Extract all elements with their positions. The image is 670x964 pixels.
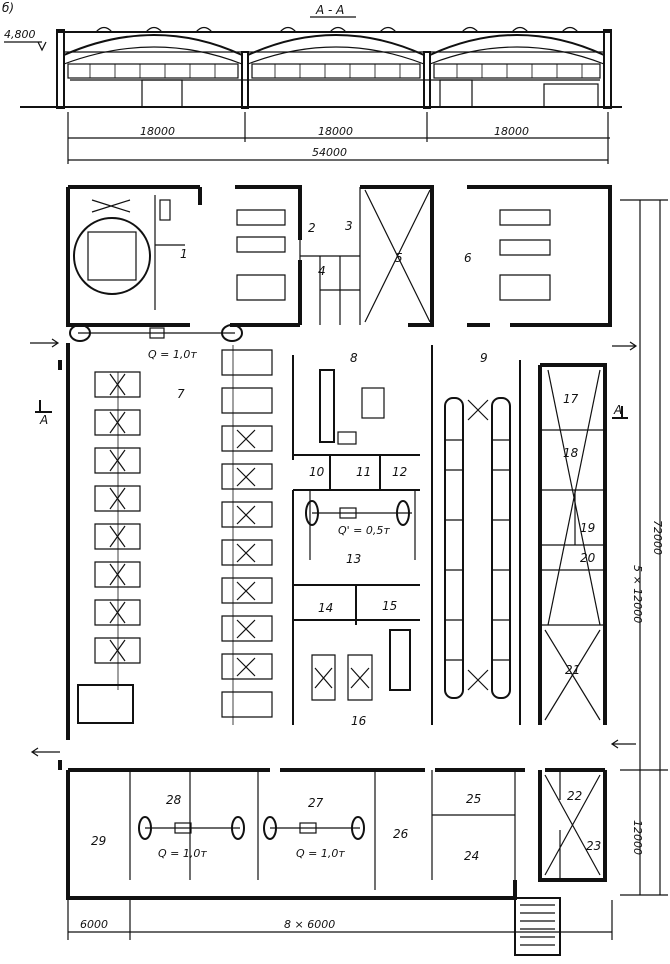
room17-20-crane-cross <box>547 369 601 626</box>
room-label-10: 10 <box>309 465 325 479</box>
main-crane-capacity: Q = 1,0т <box>148 348 197 361</box>
room13-crane <box>305 500 412 526</box>
section-door-2 <box>439 79 473 108</box>
span-dim-3: 18000 <box>494 125 529 138</box>
room-label-11: 11 <box>356 465 371 479</box>
room-label-13: 13 <box>346 552 361 566</box>
room-label-29: 29 <box>91 834 106 848</box>
right-column <box>603 29 612 109</box>
plan-walls <box>58 185 612 956</box>
room-label-26: 26 <box>393 827 409 841</box>
section-mark-right: A <box>613 403 622 417</box>
stair <box>514 897 561 956</box>
room-label-8: 8 <box>350 351 358 365</box>
skylights <box>95 26 579 33</box>
room-label-12: 12 <box>392 465 407 479</box>
room-label-1: 1 <box>180 247 188 261</box>
left-column <box>56 29 65 109</box>
total-dim: 54000 <box>312 146 347 159</box>
room-label-14: 14 <box>318 601 333 615</box>
room-label-24: 24 <box>464 849 479 863</box>
right-dimensions: 5 × 12000 72000 12000 <box>620 199 668 896</box>
height-mark-arrow <box>37 41 47 52</box>
roof-arch-3 <box>429 34 605 56</box>
section-markers: A A <box>35 400 628 427</box>
section-windows <box>67 63 601 79</box>
room-label-7: 7 <box>177 387 185 401</box>
roof-arch-inner-2 <box>247 46 425 65</box>
room1-equipment <box>73 199 171 295</box>
bottom-dim-rest: 8 × 6000 <box>284 918 335 931</box>
span-dim-1: 18000 <box>140 125 175 138</box>
lower-cranes <box>138 816 365 840</box>
room5-crane-cross <box>364 189 431 323</box>
roof-arch-inner-1 <box>63 46 243 65</box>
room8-equipment <box>319 369 385 445</box>
roof-arch-2 <box>247 34 425 56</box>
hall7-machines-right <box>221 345 273 725</box>
room-labels: 1 2 3 4 5 6 7 8 9 10 11 12 13 14 15 16 1… <box>91 219 601 863</box>
room21-crane-cross <box>544 629 601 721</box>
conveyor-lines <box>444 397 511 699</box>
section-mark-left: A <box>39 413 48 427</box>
room-label-9: 9 <box>480 351 488 365</box>
hall7-machines <box>77 371 141 724</box>
room-label-25: 25 <box>466 792 481 806</box>
section-door-1 <box>141 79 183 108</box>
section-right-block <box>543 83 599 108</box>
room-label-17: 17 <box>563 392 579 406</box>
height-mark: 4,800 <box>4 28 36 41</box>
span-dim-2: 18000 <box>318 125 353 138</box>
right-dim-total: 72000 <box>651 520 664 555</box>
room-label-3: 3 <box>345 219 353 233</box>
section-view: б) A - A 4,800 <box>2 1 622 164</box>
room-label-22: 22 <box>567 789 582 803</box>
room13-crane-capacity: Q' = 0,5т <box>338 524 390 537</box>
room27-crane-capacity: Q = 1,0т <box>296 847 345 860</box>
bottom-dim-first: 6000 <box>80 918 108 931</box>
room-label-4: 4 <box>318 264 326 278</box>
room-label-15: 15 <box>382 599 397 613</box>
room28-crane-capacity: Q = 1,0т <box>158 847 207 860</box>
roof-arch-inner-3 <box>429 46 605 65</box>
room-label-19: 19 <box>580 521 595 535</box>
section-title: A - A <box>315 3 344 17</box>
room-label-20: 20 <box>580 551 596 565</box>
room-label-16: 16 <box>351 714 367 728</box>
crane-labels: Q = 1,0т Q' = 0,5т Q = 1,0т Q = 1,0т <box>148 348 390 860</box>
room-label-6: 6 <box>464 251 472 265</box>
top-rooms-equipment <box>236 209 551 301</box>
right-dim-bays: 5 × 12000 <box>631 565 644 623</box>
room16-equipment <box>311 629 411 701</box>
room-label-27: 27 <box>308 796 324 810</box>
view-letter: б) <box>2 1 14 15</box>
room-label-28: 28 <box>166 793 182 807</box>
room-label-5: 5 <box>395 251 403 265</box>
roof-arch-1 <box>63 34 243 56</box>
room-label-23: 23 <box>586 839 601 853</box>
bottom-dimensions: 6000 8 × 6000 <box>67 900 613 940</box>
main-crane <box>69 324 243 342</box>
room-label-2: 2 <box>308 221 316 235</box>
room-label-21: 21 <box>565 663 580 677</box>
right-dim-last: 12000 <box>631 820 644 855</box>
room-label-18: 18 <box>563 446 579 460</box>
entry-arrows <box>30 338 638 757</box>
